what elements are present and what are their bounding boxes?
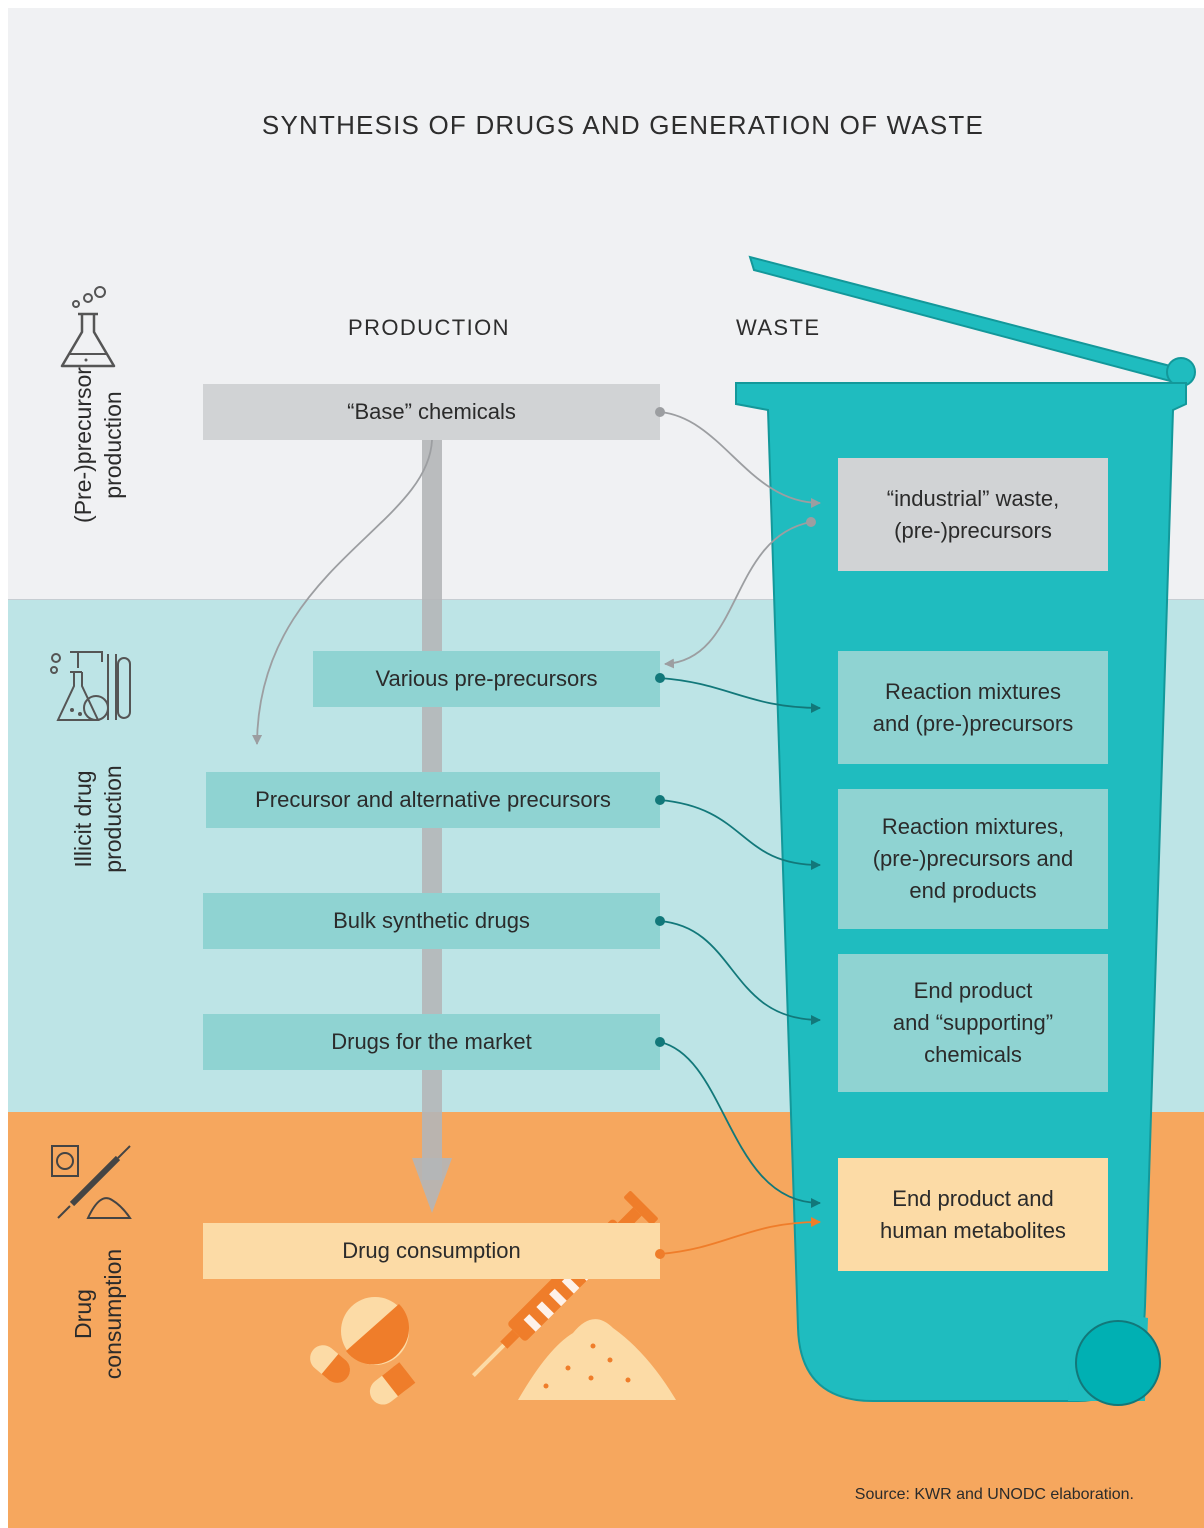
diagram-canvas: SYNTHESIS OF DRUGS AND GENERATION OF WAS… (8, 8, 1204, 1528)
bin-wheel (1075, 1320, 1161, 1406)
production-step-label: Bulk synthetic drugs (333, 908, 530, 933)
production-step-label: Various pre-precursors (375, 666, 598, 691)
waste-box-reaction-mixtures: Reaction mixtures and (pre-)precursors (838, 651, 1108, 764)
arrow-precursors-to-waste (655, 795, 821, 870)
waste-box-end-product-metabolites: End product and human metabolites (838, 1158, 1108, 1271)
connector-layer (252, 407, 821, 1259)
production-step-pre-precursors: Various pre-precursors (313, 651, 660, 707)
arrow-pre-precursors-to-waste (655, 673, 821, 713)
arrow-bulk-drugs-to-waste (655, 916, 821, 1025)
production-step-label: Drugs for the market (331, 1029, 532, 1054)
arrow-base-to-industrial-waste (655, 407, 821, 508)
waste-box-industrial-waste: “industrial” waste, (pre-)precursors (838, 458, 1108, 571)
source-note: Source: KWR and UNODC elaboration. (854, 1486, 1134, 1503)
column-heading-production: PRODUCTION (348, 315, 510, 340)
production-step-bulk-synthetic-drugs: Bulk synthetic drugs (203, 893, 660, 949)
arrow-market-drugs-to-waste (655, 1037, 821, 1208)
waste-box-line: human metabolites (880, 1217, 1066, 1243)
production-step-label: “Base” chemicals (347, 399, 516, 424)
drug-use-icon (51, 1145, 132, 1219)
waste-box-line: chemicals (924, 1042, 1022, 1067)
flask-icon (60, 286, 116, 368)
waste-box-line: Reaction mixtures, (881, 814, 1065, 839)
production-step-precursors: Precursor and alternative precursors (206, 772, 660, 828)
pills-illustration (310, 1297, 416, 1405)
diagram-title: SYNTHESIS OF DRUGS AND GENERATION OF WAS… (261, 110, 985, 140)
column-heading-waste: WASTE (736, 315, 821, 340)
waste-box-reaction-mixtures-end-products: Reaction mixtures, (pre-)precursors and … (838, 789, 1108, 929)
arrow-industrial-waste-to-pre-precursors (664, 517, 816, 669)
waste-box-line: End product and (892, 1185, 1054, 1211)
waste-box-line: and (pre-)precursors (872, 710, 1074, 736)
production-step-drug-consumption: Drug consumption (203, 1223, 660, 1279)
bin-lid (748, 255, 1196, 387)
production-step-label: Precursor and alternative precursors (255, 787, 611, 812)
waste-box-line: “industrial” waste, (886, 485, 1060, 511)
waste-box-line: (pre-)precursors (894, 517, 1052, 543)
waste-box-line: and “supporting” (892, 1010, 1054, 1035)
powder-illustration (518, 1319, 676, 1400)
production-step-label: Drug consumption (342, 1238, 521, 1263)
production-step-base-chemicals: “Base” chemicals (203, 384, 660, 440)
waste-box-line: Reaction mixtures (884, 678, 1062, 704)
production-step-drugs-for-market: Drugs for the market (203, 1014, 660, 1070)
arrow-base-to-precursors (252, 439, 433, 745)
waste-box-line: End product (913, 978, 1033, 1003)
arrow-consumption-to-waste (655, 1217, 821, 1259)
waste-box-line: end products (909, 878, 1037, 903)
lab-equipment-icon (50, 651, 131, 721)
waste-box-line: (pre-)precursors and (872, 846, 1074, 871)
waste-box-end-product-supporting-chemicals: End product and “supporting” chemicals (838, 954, 1108, 1092)
